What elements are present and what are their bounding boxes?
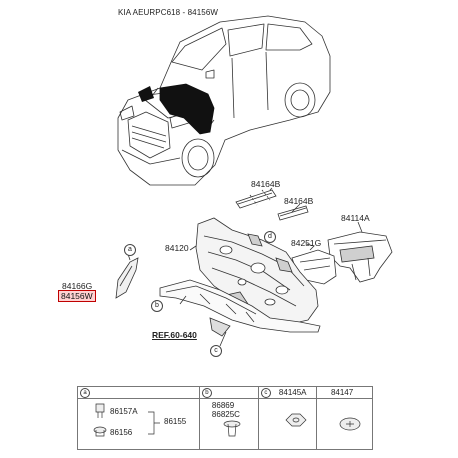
part-86157a[interactable]: 86157A <box>110 407 138 416</box>
legend-cell-d <box>315 398 374 450</box>
label-84156w-highlighted[interactable]: 84156W <box>58 290 96 302</box>
vehicle-illustration <box>117 15 331 186</box>
dash-panel-highlight <box>159 83 215 135</box>
ref-link[interactable]: REF.60-640 <box>152 330 197 340</box>
label-84120: 84120 <box>165 243 189 253</box>
callout-d: d <box>264 231 276 243</box>
legend-letter-a: a <box>80 388 90 398</box>
label-84164b-lower: 84164B <box>284 196 314 206</box>
callout-a: a <box>124 244 136 256</box>
legend-header-a: a <box>77 386 200 399</box>
legend-header-row: a b c 84145A 84147 <box>77 386 374 399</box>
label-84166g: 84166G <box>62 281 93 291</box>
strip-parts <box>235 187 309 221</box>
legend-header-c: c 84145A <box>257 386 317 399</box>
legend-part-84145a[interactable]: 84145A <box>278 388 307 397</box>
label-84164b-upper: 84164B <box>251 179 281 189</box>
callout-b: b <box>151 300 163 312</box>
legend-body-row: 86157A 86156 86155 86869 86825C <box>77 398 374 450</box>
hardware-legend-table: a b c 84145A 84147 <box>77 386 374 450</box>
part-86155[interactable]: 86155 <box>164 417 187 426</box>
legend-cell-c <box>257 398 317 450</box>
callout-c: c <box>210 345 222 357</box>
legend-cell-b: 86869 86825C <box>198 398 259 450</box>
label-84251g: 84251G <box>291 238 322 248</box>
legend-letter-b: b <box>201 388 212 398</box>
legend-header-d: 84147 <box>315 386 374 399</box>
legend-header-b: b <box>198 386 259 399</box>
part-86869[interactable]: 86869 <box>211 401 235 410</box>
part-84114a-drawing <box>327 221 393 283</box>
legend-part-84147[interactable]: 84147 <box>330 388 354 397</box>
part-86825c[interactable]: 86825C <box>211 410 240 419</box>
lower-cowl-drawing <box>159 279 321 347</box>
legend-letter-c: c <box>260 388 271 398</box>
part-84156w-drawing <box>115 253 139 299</box>
page-title: KIA AEURPC618 - 84156W <box>118 8 219 17</box>
label-84114a: 84114A <box>341 213 370 223</box>
legend-cell-a: 86157A 86156 86155 <box>77 398 200 450</box>
part-86156[interactable]: 86156 <box>110 428 133 437</box>
